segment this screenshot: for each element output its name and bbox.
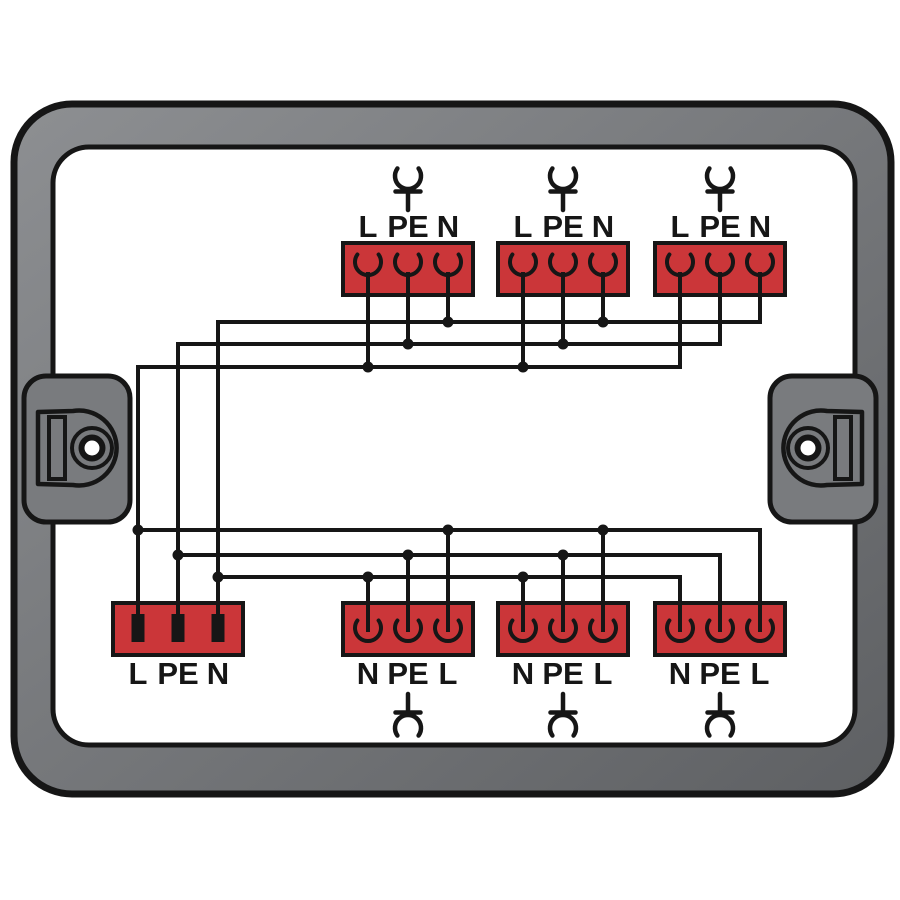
junction-dot [597,316,609,328]
junction-dot [402,549,414,561]
clamp-terminal-icon [588,252,618,277]
junction-dots [132,316,609,583]
strain-relief-icon [547,691,579,738]
terminal-label: L [359,209,378,244]
ear-bracket [833,415,853,481]
terminal-label: L [751,656,770,691]
clamp-terminal-icon [353,618,383,643]
terminal-label: N [357,656,379,691]
clamp-terminal-icon [665,618,695,643]
junction-dot [362,361,374,373]
ear-lug-outline [781,408,865,488]
junction-dot [442,524,454,536]
terminal-label: N [207,656,229,691]
clamp-terminal-icon [588,618,618,643]
strain-relief-icon [704,166,736,213]
wire-net-l-top-bus [136,272,682,618]
feed-terminal-slot [211,614,225,642]
wire-net-l-bottom-bus [138,528,762,632]
terminal-label: L [514,209,533,244]
junction-dot [172,549,184,561]
wire-net-pe-top-bus [176,272,722,618]
clamp-terminal-icon [548,618,578,643]
terminal-label: PE [542,209,583,244]
clamp-terminal-icon [548,252,578,277]
mounting-ear-right [767,373,879,525]
wire-net-n-top-bus [216,272,762,618]
junction-dot [517,571,529,583]
clamp-terminal-icon [508,252,538,277]
junction-dot [597,524,609,536]
terminal-block-top-2 [496,241,630,297]
ear-lug-outline [35,408,119,488]
ear-bracket [47,415,67,481]
junction-dot [557,338,569,350]
junction-dot [362,571,374,583]
clamp-terminal-icon [393,252,423,277]
screw-hole [800,440,816,456]
junction-dot [402,338,414,350]
clamp-terminal-icon [433,618,463,643]
mounting-ear-left [21,373,133,525]
wire-net-pe-bottom-bus [178,553,722,632]
terminal-label: N [592,209,614,244]
terminal-label: PE [542,656,583,691]
junction-dot [212,571,224,583]
clamp-terminal-icon [745,252,775,277]
terminal-label: PE [387,209,428,244]
clamp-terminal-icon [393,618,423,643]
terminal-label: PE [387,656,428,691]
strain-relief-symbols [392,166,736,738]
clamp-terminal-icon [433,252,463,277]
strain-relief-icon [547,166,579,213]
feed-terminal-slot [171,614,185,642]
clamp-terminal-icon [665,252,695,277]
strain-relief-icon [392,166,424,213]
clamp-terminal-icon [705,252,735,277]
terminal-label: L [671,209,690,244]
junction-dot [517,361,529,373]
feed-terminal-slot [131,614,145,642]
terminal-symbols [131,252,775,643]
terminal-label: PE [699,656,740,691]
screw-boss-ring [70,426,114,470]
junction-dot [132,524,144,536]
screw-hole [84,440,100,456]
wire-nets [136,272,762,632]
clamp-terminal-icon [745,618,775,643]
terminal-label: N [669,656,691,691]
terminal-label: L [439,656,458,691]
clamp-terminal-icon [705,618,735,643]
terminal-label: N [749,209,771,244]
junction-dot [442,316,454,328]
screw-boss-ring [786,426,830,470]
clamp-terminal-icon [353,252,383,277]
terminal-label: PE [157,656,198,691]
clamp-terminal-icon [508,618,538,643]
strain-relief-icon [704,691,736,738]
terminal-label: N [437,209,459,244]
terminal-label: PE [699,209,740,244]
junction-dot [557,549,569,561]
strain-relief-icon [392,691,424,738]
terminal-label: L [594,656,613,691]
terminal-label: L [129,656,148,691]
terminal-label: N [512,656,534,691]
